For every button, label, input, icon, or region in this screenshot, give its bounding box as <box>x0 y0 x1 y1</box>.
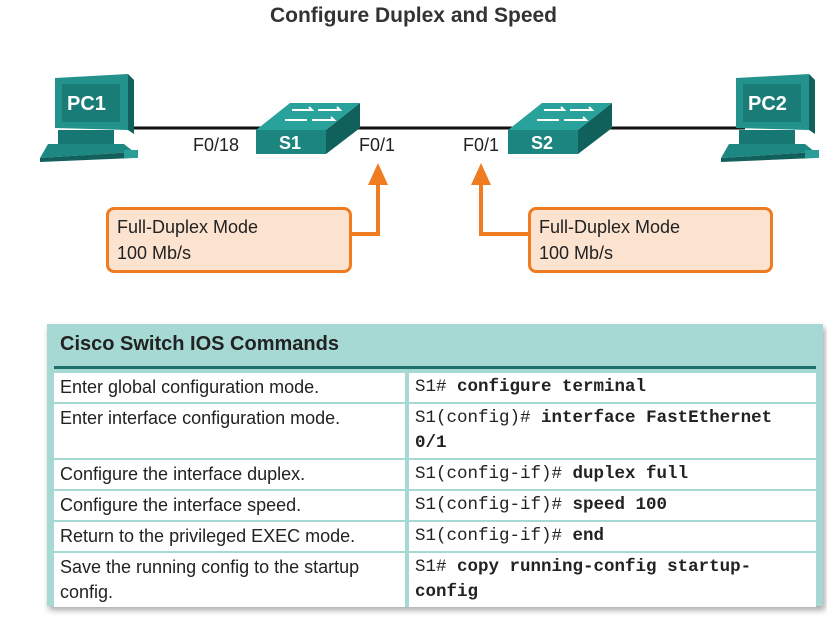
callout-s2-mode: Full-Duplex Mode <box>539 217 681 237</box>
table-row: Save the running config to the startup c… <box>54 553 816 607</box>
arrowhead-s2 <box>471 163 491 185</box>
command-text: configure terminal <box>457 377 647 397</box>
s2-icon: S2 <box>508 103 612 154</box>
s1-icon: S1 <box>256 103 360 154</box>
s2-label: S2 <box>531 133 553 153</box>
command-description: Enter interface configuration mode. <box>54 404 409 458</box>
command-cell: S1# configure terminal <box>409 373 816 402</box>
command-description: Configure the interface speed. <box>54 491 409 520</box>
table-row: Configure the interface speed. S1(config… <box>54 491 816 520</box>
command-text: copy running-config startup-config <box>415 557 752 602</box>
command-prompt: S1# <box>415 557 447 577</box>
command-description: Enter global configuration mode. <box>54 373 409 402</box>
command-prompt: S1(config-if)# <box>415 495 563 515</box>
command-cell: S1(config-if)# duplex full <box>409 460 816 489</box>
command-cell: S1(config)# interface FastEthernet 0/1 <box>409 404 816 458</box>
command-description: Configure the interface duplex. <box>54 460 409 489</box>
callout-s2-speed: 100 Mb/s <box>539 243 614 263</box>
ios-commands-panel: Cisco Switch IOS Commands Enter global c… <box>47 324 823 609</box>
command-prompt: S1(config-if)# <box>415 464 563 484</box>
pc2-label: PC2 <box>748 93 787 115</box>
arrowhead-s1 <box>368 163 388 185</box>
callout-s1-speed: 100 Mb/s <box>117 243 192 263</box>
callout-s2-settings: Full-Duplex Mode 100 Mb/s <box>528 207 773 273</box>
command-cell: S1(config-if)# end <box>409 522 816 551</box>
command-text: interface FastEthernet 0/1 <box>415 408 773 453</box>
diagram-title: Configure Duplex and Speed <box>269 4 558 27</box>
table-row: Enter global configuration mode. S1# con… <box>54 373 816 402</box>
callout-arrow-s2 <box>479 182 531 236</box>
command-description: Save the running config to the startup c… <box>54 553 409 607</box>
command-cell: S1# copy running-config startup-config <box>409 553 816 607</box>
command-prompt: S1(config)# <box>415 408 531 428</box>
port-label-s2-f0-1: F0/1 <box>463 135 500 155</box>
ios-commands-table: Enter global configuration mode. S1# con… <box>54 371 816 609</box>
command-text: speed 100 <box>572 495 668 515</box>
command-text: duplex full <box>572 464 689 484</box>
header-divider <box>54 366 816 369</box>
pc1-label: PC1 <box>67 93 106 115</box>
callout-arrow-s1 <box>350 182 380 236</box>
callout-s1-mode: Full-Duplex Mode <box>117 217 259 237</box>
port-label-s1-f0-1: F0/1 <box>359 135 396 155</box>
command-prompt: S1# <box>415 377 447 397</box>
command-cell: S1(config-if)# speed 100 <box>409 491 816 520</box>
command-text: end <box>572 526 605 546</box>
port-label-s1-f0-18: F0/18 <box>193 135 240 155</box>
command-description: Return to the privileged EXEC mode. <box>54 522 409 551</box>
command-prompt: S1(config-if)# <box>415 526 563 546</box>
pc1-icon: PC1 <box>40 74 138 162</box>
s1-label: S1 <box>279 133 301 153</box>
pc2-icon: PC2 <box>721 74 819 162</box>
callout-s1-settings: Full-Duplex Mode 100 Mb/s <box>106 207 352 273</box>
table-row: Return to the privileged EXEC mode. S1(c… <box>54 522 816 551</box>
table-row: Configure the interface duplex. S1(confi… <box>54 460 816 489</box>
topology-diagram: PC1 S1 S2 PC2 <box>40 74 819 236</box>
ios-commands-header: Cisco Switch IOS Commands <box>60 333 339 355</box>
table-row: Enter interface configuration mode. S1(c… <box>54 404 816 458</box>
